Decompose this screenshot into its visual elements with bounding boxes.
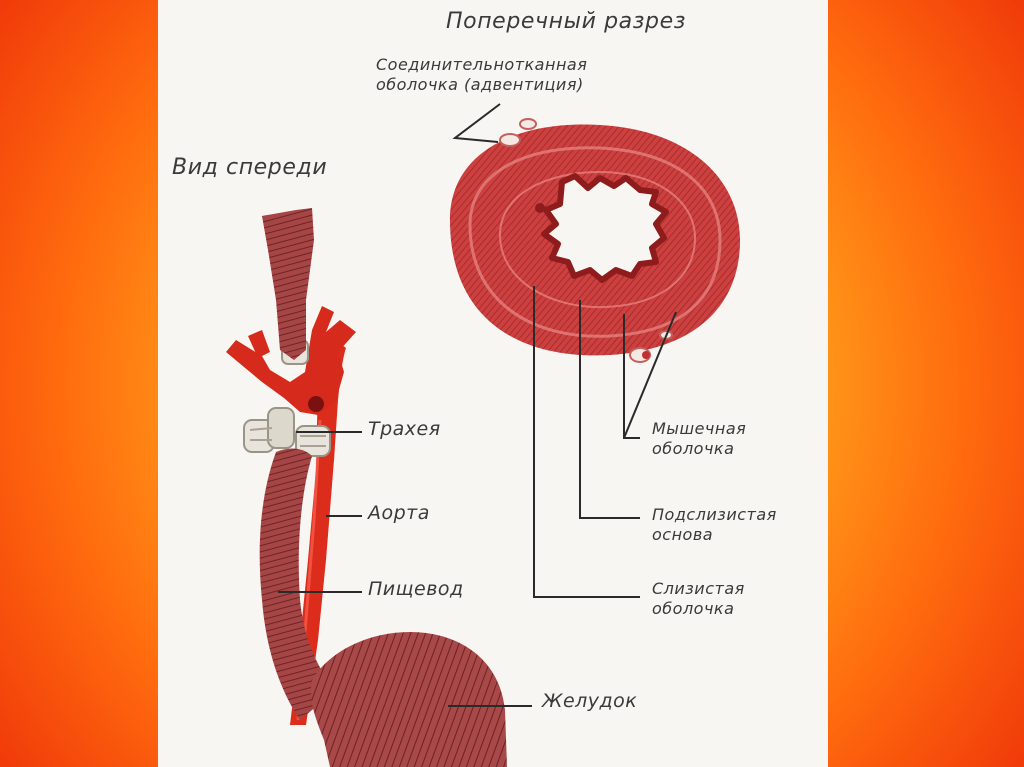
trachea-label: Трахея [368, 418, 441, 440]
cross-section [450, 118, 740, 363]
muscular-label-line2: оболочка [652, 439, 735, 458]
muscular-label-line1: Мышечная [652, 419, 747, 438]
stomach-label: Желудок [542, 690, 638, 712]
mucosa-label-line1: Слизистая [652, 579, 745, 598]
aortic-arch [226, 306, 356, 415]
submucosa-label-line1: Подслизистая [652, 505, 777, 524]
mucosa-label-line2: оболочка [652, 599, 735, 618]
cross-section-title: Поперечный разрез [446, 9, 687, 34]
esophagus-organ [259, 208, 336, 720]
front-view-title: Вид спереди [172, 155, 328, 180]
leader-lines [278, 103, 677, 707]
submucosa-label-line2: основа [652, 525, 714, 544]
stomach-organ [310, 632, 507, 767]
esophagus-label: Пищевод [368, 578, 464, 600]
aorta-label: Аорта [368, 502, 430, 524]
adventitia-label-line1: Соединительнотканная [376, 55, 588, 74]
adventitia-label-line2: оболочка (адвентиция) [376, 75, 584, 94]
